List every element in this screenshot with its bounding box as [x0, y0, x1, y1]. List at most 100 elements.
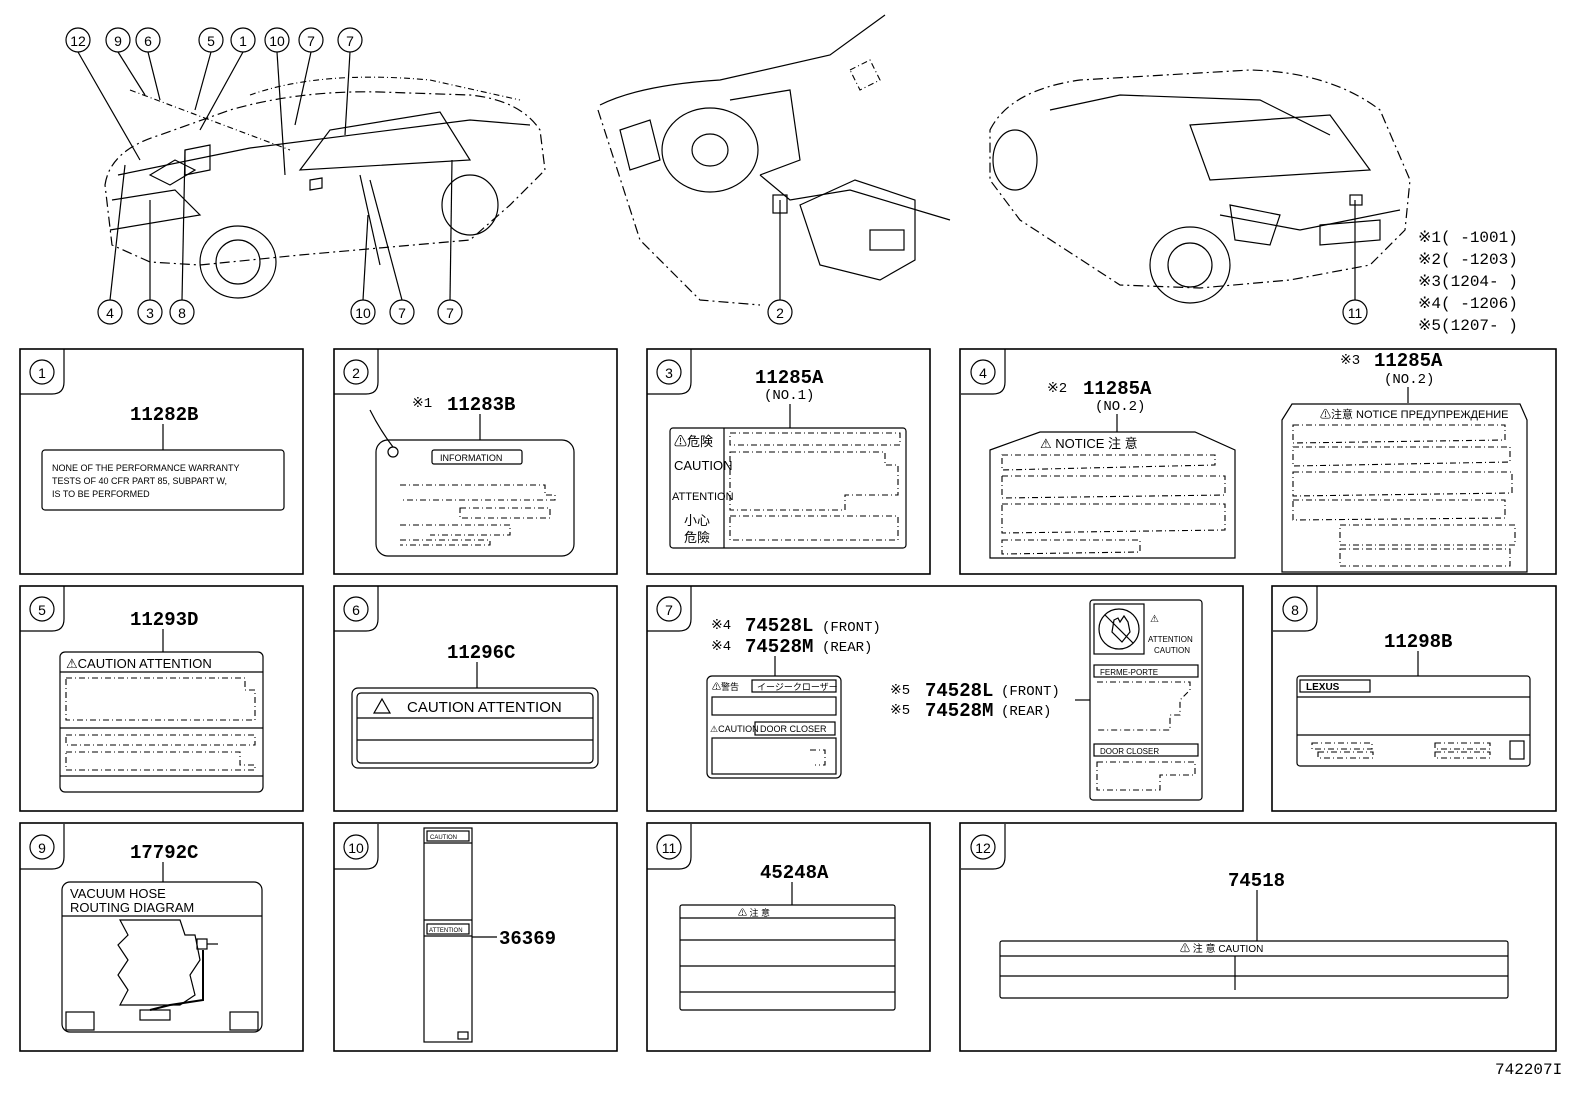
svg-text:1: 1 — [239, 33, 247, 49]
footnote-5: ※5(1207- ) — [1418, 317, 1518, 335]
panel-4: ※2 11285A (NO.2) ⚠ NOTICE 注 意 ※3 11285A … — [959, 348, 1557, 575]
svg-text:9: 9 — [38, 840, 46, 856]
warning-ja: ⚠警告 — [712, 681, 739, 692]
panel-7: ※4 74528L (FRONT) ※4 74528M (REAR) ⚠警告 イ… — [646, 585, 1244, 812]
part-number: 11283B — [447, 394, 515, 416]
svg-text:2: 2 — [776, 305, 784, 321]
callout-10: 10 — [350, 299, 376, 325]
callout-4: 4 — [97, 299, 123, 325]
front-label: (FRONT) — [822, 620, 881, 636]
front-callouts — [77, 51, 1356, 301]
panel-12: 74518 ⚠ 注 意 CAUTION — [959, 822, 1557, 1052]
callout-9: 9 — [105, 27, 131, 53]
warning-triangle-icon: ⚠ — [1150, 614, 1159, 625]
panel-number-7: 7 — [656, 596, 682, 622]
footnotes: ※1( -1001) ※2( -1203) ※3(1204- ) ※4( -12… — [1418, 229, 1518, 335]
label-header: ⚠ 注 意 CAUTION — [1180, 942, 1263, 955]
label-header: ⚠ NOTICE 注 意 — [1040, 436, 1138, 451]
label-text-line: TESTS OF 40 CFR PART 85, SUBPART W, — [52, 476, 227, 486]
svg-text:4: 4 — [106, 305, 114, 321]
lexus-logo: LEXUS — [1306, 682, 1340, 693]
part-number-front: 74528L — [925, 680, 993, 702]
warning-caution: CAUTION — [674, 458, 733, 473]
callout-12: 12 — [65, 27, 91, 53]
part-number-rear: 74528M — [925, 700, 993, 722]
panel-number-1: 1 — [29, 359, 55, 385]
sub-label: (NO.2) — [1384, 372, 1434, 388]
footnote-mark: ※5 — [890, 703, 910, 719]
footnote-mark: ※5 — [890, 683, 910, 699]
interior-illustration — [597, 14, 951, 306]
part-number: 11285A — [1083, 378, 1152, 400]
part-number: 45248A — [760, 862, 829, 884]
svg-text:10: 10 — [269, 33, 285, 49]
svg-text:12: 12 — [70, 33, 86, 49]
warning-ja: ⚠危険 — [674, 434, 713, 449]
panel-number-3: 3 — [656, 359, 682, 385]
rear-car-illustration — [989, 69, 1411, 304]
panel-10: CAUTION ATTENTION 36369 — [333, 822, 618, 1052]
panel-3: 11285A (NO.1) ⚠危険 CAUTION ATTENTION 小心 危… — [646, 348, 931, 575]
part-number: 11298B — [1384, 631, 1452, 653]
svg-text:12: 12 — [975, 840, 991, 856]
diagram-title: VACUUM HOSE — [70, 886, 166, 901]
label-text-line: IS TO BE PERFORMED — [52, 489, 150, 499]
svg-text:7: 7 — [307, 33, 315, 49]
svg-text:11: 11 — [662, 840, 677, 856]
svg-text:3: 3 — [665, 365, 673, 381]
svg-text:5: 5 — [207, 33, 215, 49]
callout-11: 11 — [1342, 299, 1368, 325]
label-header: CAUTION ATTENTION — [407, 699, 562, 716]
svg-text:10: 10 — [348, 840, 364, 856]
svg-text:7: 7 — [346, 33, 354, 49]
part-number: 11285A — [1374, 350, 1443, 372]
panel-number-5: 5 — [29, 596, 55, 622]
part-number-front: 74528L — [745, 615, 813, 637]
footnote-1: ※1( -1001) — [1418, 229, 1518, 247]
svg-text:8: 8 — [178, 305, 186, 321]
door-closer-label: DOOR CLOSER — [1100, 747, 1159, 756]
footnote-mark: ※1 — [412, 396, 432, 412]
caution-label: CAUTION — [430, 835, 457, 841]
svg-text:7: 7 — [446, 305, 454, 321]
part-number: 74518 — [1228, 870, 1285, 892]
sub-label: (NO.1) — [764, 388, 814, 404]
panel-number-2: 2 — [343, 359, 369, 385]
warning-attention: ATTENTION — [672, 491, 734, 503]
panel-number-8: 8 — [1282, 596, 1308, 622]
callout-10: 10 — [264, 27, 290, 53]
svg-text:6: 6 — [352, 602, 360, 618]
footnote-4: ※4( -1206) — [1418, 295, 1518, 313]
front-label: (FRONT) — [1001, 684, 1060, 700]
svg-text:3: 3 — [146, 305, 154, 321]
part-number-rear: 74528M — [745, 636, 813, 658]
panel-9: 17792C VACUUM HOSE ROUTING DIAGRAM — [19, 822, 304, 1052]
attention-label: ATTENTION — [1148, 635, 1193, 644]
warning-zh: 小心 — [684, 513, 710, 528]
front-car-illustration — [104, 76, 546, 299]
panel-number-11: 11 — [656, 834, 682, 860]
panel-2: ※1 11283B INFORMATION — [333, 348, 618, 575]
rear-label: (REAR) — [822, 640, 872, 656]
panel-number-6: 6 — [343, 596, 369, 622]
diagram-id: 742207I — [1495, 1061, 1562, 1079]
diagram-title: ROUTING DIAGRAM — [70, 900, 194, 915]
part-number: 36369 — [499, 928, 556, 950]
panel-number-4: 4 — [970, 359, 996, 385]
callout-2: 2 — [767, 299, 793, 325]
part-number: 11293D — [130, 609, 198, 631]
footnote-mark: ※2 — [1047, 381, 1067, 397]
panel-number-10: 10 — [343, 834, 369, 860]
callout-5: 5 — [198, 27, 224, 53]
rear-label: (REAR) — [1001, 704, 1051, 720]
callout-7: 7 — [337, 27, 363, 53]
svg-text:1: 1 — [38, 365, 46, 381]
part-number: 17792C — [130, 842, 198, 864]
caution-label: CAUTION — [1154, 646, 1190, 655]
callout-7: 7 — [389, 299, 415, 325]
label-header: ⚠CAUTION ATTENTION — [66, 656, 212, 671]
label-header: ⚠注意 NOTICE ПРЕДУПРЕЖДЕНИЕ — [1320, 407, 1509, 421]
